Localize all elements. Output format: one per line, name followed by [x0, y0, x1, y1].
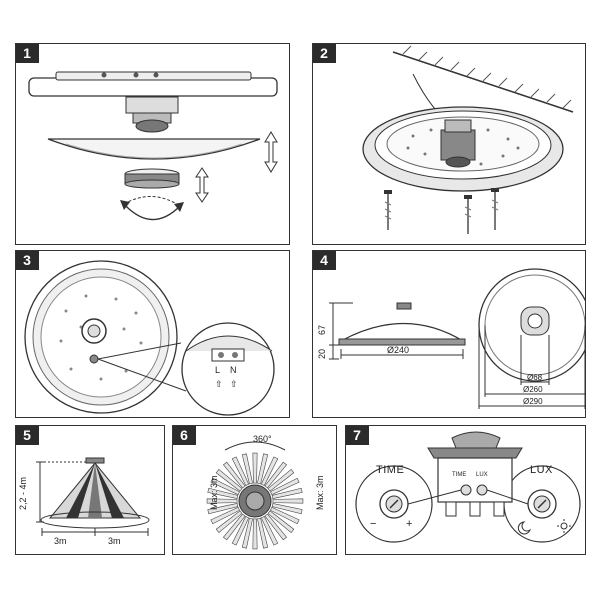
step-badge-6: 6: [173, 426, 196, 445]
panel-5-detection-height: 5 2,2 - 4m 3m 3m: [15, 425, 165, 555]
detection-ray: [215, 510, 243, 534]
detection-ray: [215, 468, 243, 492]
wiring-drawing: [24, 260, 275, 416]
panel-6-detection-angle: 6 360° Max: 3m Max: 3m: [172, 425, 337, 555]
ceiling-mount-drawing: [362, 45, 574, 234]
detection-ray: [222, 513, 246, 541]
detection-ray: [267, 468, 295, 492]
detection-ray: [210, 506, 240, 525]
step-badge-3: 3: [16, 251, 39, 270]
arrow-up-icon: ⇧: [230, 379, 238, 389]
detection-ray: [231, 456, 250, 486]
step-badge-7: 7: [346, 426, 369, 445]
panel-4-dimensions: 4 67 20 Ø240 Ø68 Ø260 Ø290: [312, 250, 586, 418]
lamp-exploded-view: [28, 71, 278, 221]
detection-ray: [260, 456, 279, 486]
detection-ray: [257, 453, 269, 485]
detection-ray: [252, 518, 258, 550]
detection-ray: [207, 503, 239, 515]
detection-ray: [260, 516, 279, 546]
dim-diameter-240: Ø240: [387, 345, 410, 355]
dim-diameter-260: Ø260: [523, 385, 543, 394]
time-label: TIME: [376, 464, 405, 476]
detection-ray: [264, 513, 288, 541]
dim-height-20: 20: [317, 348, 327, 359]
dimension-drawing: [329, 268, 585, 409]
detection-ray: [222, 461, 246, 489]
panel-3-wiring: 3 L N ⇧ ⇧: [15, 250, 290, 418]
step-badge-2: 2: [313, 44, 336, 63]
dim-diameter-68: Ø68: [527, 373, 543, 382]
arrow-up-icon: ⇧: [215, 379, 223, 389]
step-badge-1: 1: [16, 44, 39, 63]
mounting-height-label: 2,2 - 4m: [18, 476, 28, 510]
detection-ray: [210, 477, 240, 496]
detection-ray: [252, 452, 258, 484]
left-range-label: 3m: [54, 536, 67, 546]
terminal-l-label: L: [215, 365, 221, 375]
detection-ray: [257, 517, 269, 549]
minus-sign: −: [370, 518, 377, 530]
panel-2-ceiling-mount: 2: [312, 43, 586, 245]
terminal-n-label: N: [230, 365, 237, 375]
detection-ray: [271, 503, 303, 515]
angle-label: 360°: [253, 434, 272, 444]
right-range-label: 3m: [108, 536, 121, 546]
plus-sign: +: [406, 518, 413, 530]
detection-ray: [206, 498, 238, 504]
detection-ray: [267, 510, 295, 534]
detection-cone-drawing: [36, 457, 150, 536]
step-badge-4: 4: [313, 251, 336, 270]
panel-7-controls: 7 TIME LUX TIME LUX − +: [345, 425, 586, 555]
detection-ray: [272, 498, 304, 504]
detection-ray: [231, 516, 250, 546]
lux-label: LUX: [530, 464, 553, 476]
detection-ray: [241, 517, 253, 549]
detection-ray: [270, 506, 300, 525]
panel-1-disassembly: 1: [15, 43, 290, 245]
detection-ray: [271, 487, 303, 499]
dim-height-67: 67: [317, 324, 327, 335]
time-small-label: TIME: [452, 472, 467, 478]
detection-ray: [264, 461, 288, 489]
detection-ray: [270, 477, 300, 496]
lux-small-label: LUX: [476, 472, 488, 478]
step-badge-5: 5: [16, 426, 39, 445]
controls-drawing: [355, 431, 581, 543]
left-max-label: Max: 3m: [209, 475, 219, 510]
detection-ray: [207, 487, 239, 499]
detection-ray: [241, 453, 253, 485]
right-max-label: Max: 3m: [315, 475, 325, 510]
detection-pattern-drawing: [206, 441, 304, 550]
dim-diameter-290: Ø290: [523, 397, 543, 406]
